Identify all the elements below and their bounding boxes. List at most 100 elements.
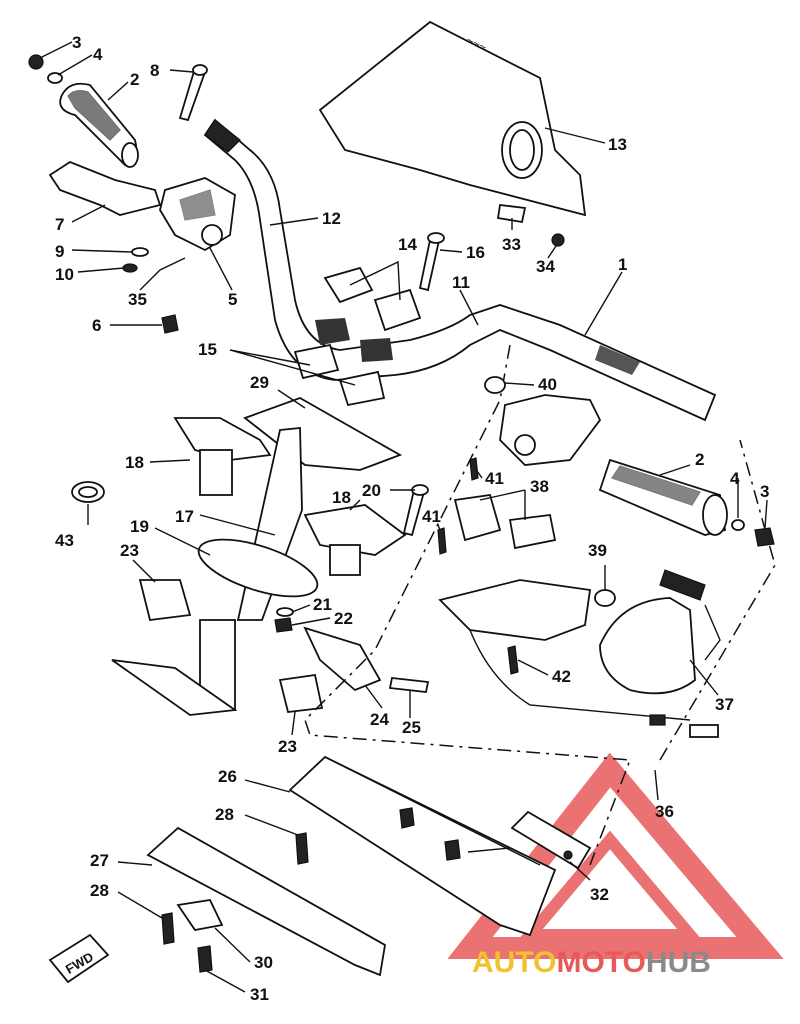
callout-12: 12: [322, 209, 341, 228]
switch-assembly-outline-36: [304, 344, 776, 866]
plate-29: [243, 397, 403, 471]
watermark-auto: AUTO: [472, 946, 556, 979]
callout-38: 38: [530, 477, 549, 496]
callout-15: 15: [198, 340, 217, 359]
plate-26: [288, 755, 557, 937]
callout-20: 20: [362, 481, 381, 500]
watermark-moto: MOTO: [556, 946, 645, 979]
bracket-18-upper: [173, 417, 272, 496]
callout-37: 37: [715, 695, 734, 714]
callout-8: 8: [150, 61, 159, 80]
svg-text:AUTOMOTOHUB: AUTOMOTOHUB: [472, 946, 711, 979]
callout-43: 43: [55, 531, 74, 550]
callout-36: 36: [655, 802, 674, 821]
bolt-31: [197, 945, 213, 973]
callout-4-left: 4: [93, 45, 103, 64]
bracket-30: [176, 899, 224, 931]
washer-10: [122, 263, 138, 273]
watermark-hub: HUB: [646, 946, 711, 979]
callout-21: 21: [313, 595, 332, 614]
callout-1: 1: [618, 255, 627, 274]
fwd-arrow: FWD: [48, 933, 110, 984]
bracket-24: [303, 626, 382, 692]
washer-4-right: [731, 519, 745, 531]
callout-25: 25: [402, 718, 421, 737]
screw-42: [507, 645, 519, 675]
callout-13: 13: [608, 135, 627, 154]
watermark-logo: [447, 752, 784, 959]
callout-32: 32: [590, 885, 609, 904]
watermark-text: AUTOMOTOHUB: [472, 946, 711, 979]
callout-19: 19: [130, 517, 149, 536]
callout-29: 29: [250, 373, 269, 392]
callout-6: 6: [92, 316, 101, 335]
upper-holder-14a: [323, 266, 374, 304]
bolt-28b: [161, 912, 175, 945]
bushing-23b: [278, 673, 324, 713]
plate-27: [146, 826, 386, 977]
bolt-16: [418, 232, 445, 292]
right-grip-2: [598, 458, 728, 536]
washer-9: [131, 247, 149, 257]
callout-28-upper: 28: [215, 805, 234, 824]
callout-24: 24: [370, 710, 389, 729]
bolt-28a: [295, 832, 309, 865]
callout-4-right: 4: [730, 469, 740, 488]
callout-35: 35: [128, 290, 147, 309]
bracket-18-lower: [303, 504, 407, 576]
screw-41b: [437, 527, 447, 555]
callout-10: 10: [55, 265, 74, 284]
callout-2-left: 2: [130, 70, 139, 89]
callout-33: 33: [502, 235, 521, 254]
leader-lines: [39, 41, 768, 993]
nut-22: [274, 617, 293, 633]
screw-3-right: [754, 527, 775, 547]
callout-23-upper: 23: [120, 541, 139, 560]
upper-holder-14b: [373, 288, 422, 332]
callout-16: 16: [466, 243, 485, 262]
grommet-39: [594, 589, 616, 607]
callout-5: 5: [228, 290, 237, 309]
callout-39: 39: [588, 541, 607, 560]
callout-labels: 3 4 2 8 13 7 12 9 10 35 5 14 16 33 34 11…: [55, 33, 769, 1004]
cap-40: [484, 376, 506, 394]
bolt-8: [178, 64, 208, 122]
nut-6: [161, 314, 179, 334]
bracket-32: [510, 810, 592, 870]
switch-38: [453, 493, 557, 550]
lower-holder-15b: [338, 370, 386, 407]
switch-box: [438, 579, 592, 641]
callout-22: 22: [334, 609, 353, 628]
callout-41-lower: 41: [422, 507, 441, 526]
screw-41a: [469, 457, 479, 481]
callout-18-lower: 18: [332, 488, 351, 507]
callout-7: 7: [55, 215, 64, 234]
callout-17: 17: [175, 507, 194, 526]
callout-18-upper: 18: [125, 453, 144, 472]
hood-cover-13: ~~~: [318, 20, 587, 217]
callout-9: 9: [55, 242, 64, 261]
left-switch-housing-5: [159, 177, 236, 252]
callout-3-right: 3: [760, 482, 769, 501]
callout-31: 31: [250, 985, 269, 1004]
callout-27: 27: [90, 851, 109, 870]
callout-41-upper: 41: [485, 469, 504, 488]
bushing-23a: [138, 579, 192, 621]
left-grip-2: [59, 82, 139, 168]
callout-2-right: 2: [695, 450, 704, 469]
bolt-25: [388, 677, 430, 693]
callout-3-left: 3: [72, 33, 81, 52]
callout-23-lower: 23: [278, 737, 297, 756]
callout-40: 40: [538, 375, 557, 394]
screw-3-left: [28, 54, 44, 70]
handlebar-12: [203, 118, 717, 422]
throttle-assembly-37: [599, 569, 721, 695]
callout-26: 26: [218, 767, 237, 786]
callout-42: 42: [552, 667, 571, 686]
clip-33: [496, 204, 527, 224]
screw-34: [551, 233, 565, 247]
callout-28-lower: 28: [90, 881, 109, 900]
callout-14: 14: [398, 235, 417, 254]
clamp-43: [71, 481, 105, 503]
